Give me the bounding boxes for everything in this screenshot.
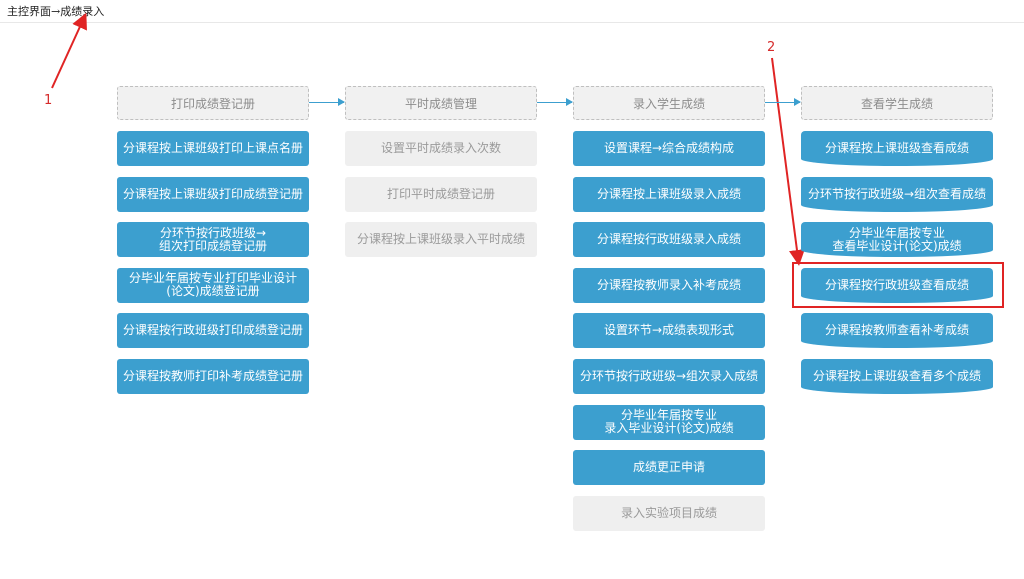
btn-enter-usual-grade[interactable]: 分课程按上课班级录入平时成绩 [345,222,537,258]
btn-print-roll-by-class[interactable]: 分课程按上课班级打印上课点名册 [117,131,309,166]
btn-print-register-by-admin-class[interactable]: 分课程按行政班级打印成绩登记册 [117,313,309,349]
btn-set-grade-format[interactable]: 设置环节→成绩表现形式 [573,313,765,349]
btn-view-by-class[interactable]: 分课程按上课班级查看成绩 [801,131,993,166]
btn-enter-lab-grade[interactable]: 录入实验项目成绩 [573,495,765,531]
top-bar: 主控界面→成绩录入 [0,0,1024,23]
btn-enter-by-admin-class[interactable]: 分课程按行政班级录入成绩 [573,222,765,258]
btn-view-thesis[interactable]: 分毕业年届按专业 查看毕业设计(论文)成绩 [801,222,993,258]
btn-view-by-admin-class[interactable]: 分课程按行政班级查看成绩 [801,267,993,303]
btn-enter-by-group[interactable]: 分环节按行政班级→组次录入成绩 [573,358,765,394]
column-print-register: 打印成绩登记册 分课程按上课班级打印上课点名册 分课程按上课班级打印成绩登记册 … [117,86,309,405]
btn-print-thesis-register[interactable]: 分毕业年届按专业打印毕业设计 (论文)成绩登记册 [117,267,309,303]
column-enter-grades: 录入学生成绩 设置课程→综合成绩构成 分课程按上课班级录入成绩 分课程按行政班级… [573,86,765,541]
btn-print-usual-register[interactable]: 打印平时成绩登记册 [345,176,537,212]
flow-arrow-1 [309,98,345,106]
column-header-print-register: 打印成绩登记册 [117,86,309,120]
annotation-number-1: 1 [44,93,53,108]
btn-enter-thesis[interactable]: 分毕业年届按专业 录入毕业设计(论文)成绩 [573,404,765,440]
flow-arrow-3 [765,98,801,106]
btn-grade-correction[interactable]: 成绩更正申请 [573,450,765,486]
btn-enter-makeup[interactable]: 分课程按教师录入补考成绩 [573,267,765,303]
btn-set-usual-count[interactable]: 设置平时成绩录入次数 [345,131,537,166]
annotation-highlight-box [792,262,1004,308]
btn-set-course-composition[interactable]: 设置课程→综合成绩构成 [573,131,765,166]
btn-print-makeup-register[interactable]: 分课程按教师打印补考成绩登记册 [117,358,309,394]
btn-view-by-group[interactable]: 分环节按行政班级→组次查看成绩 [801,176,993,212]
btn-enter-by-class[interactable]: 分课程按上课班级录入成绩 [573,176,765,212]
btn-view-multiple[interactable]: 分课程按上课班级查看多个成绩 [801,358,993,394]
column-header-enter-grades: 录入学生成绩 [573,86,765,120]
btn-view-makeup[interactable]: 分课程按教师查看补考成绩 [801,313,993,349]
column-view-grades: 查看学生成绩 分课程按上课班级查看成绩 分环节按行政班级→组次查看成绩 分毕业年… [801,86,993,405]
annotation-number-2: 2 [767,40,776,55]
annotation-arrow-2 [771,57,805,266]
btn-print-register-by-group[interactable]: 分环节按行政班级→ 组次打印成绩登记册 [117,222,309,258]
btn-print-register-by-class[interactable]: 分课程按上课班级打印成绩登记册 [117,176,309,212]
column-usual-grade: 平时成绩管理 设置平时成绩录入次数 打印平时成绩登记册 分课程按上课班级录入平时… [345,86,537,268]
annotation-arrow-1 [51,12,87,89]
column-header-usual-grade: 平时成绩管理 [345,86,537,120]
column-header-view-grades: 查看学生成绩 [801,86,993,120]
flow-arrow-2 [537,98,573,106]
